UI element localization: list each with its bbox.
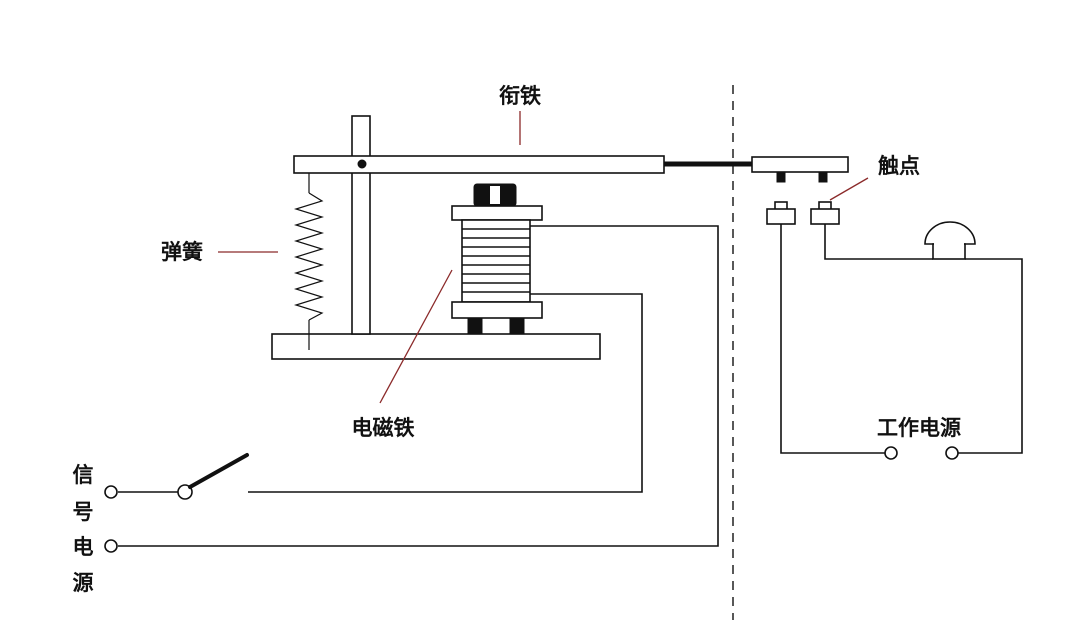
switch-blade: [188, 453, 249, 489]
coil-wire-upper: [118, 225, 719, 547]
signal-terminal-top: [104, 485, 118, 499]
work-wire-right: [824, 224, 933, 260]
coil-windings: [462, 228, 530, 293]
fixed-contact-left: [766, 208, 796, 225]
linkage-rod: [663, 161, 753, 167]
pivot-post: [351, 115, 371, 335]
core-foot-right: [509, 317, 525, 335]
moving-contact-bar: [751, 156, 849, 173]
contacts-label: 触点: [878, 154, 920, 178]
spring-label: 弹簧: [161, 240, 203, 264]
coil-bottom-flange: [451, 301, 543, 319]
base-plate: [271, 333, 601, 360]
electromagnet-label: 电磁铁: [352, 416, 415, 440]
contacts-leader: [829, 177, 869, 201]
pivot-pin: [357, 159, 367, 169]
signal-power-char-2: 号: [73, 500, 94, 524]
signal-power-char-3: 电: [73, 535, 94, 559]
electromagnet-leader: [379, 269, 453, 404]
moving-contact-right: [818, 171, 828, 183]
work-terminal-left: [884, 446, 898, 460]
work-terminal-right: [945, 446, 959, 460]
signal-power-char-4: 源: [73, 571, 94, 595]
core-foot-left: [467, 317, 483, 335]
working-power-label: 工作电源: [877, 416, 961, 440]
bell-icon: [924, 221, 976, 245]
coil-wire-lower: [248, 293, 643, 493]
armature-bar: [293, 155, 665, 174]
coil-body: [461, 219, 531, 303]
core-top-cap-highlight: [490, 186, 500, 204]
moving-contact-left: [776, 171, 786, 183]
bell-base-fill: [934, 243, 964, 247]
signal-terminal-bottom: [104, 539, 118, 553]
fixed-contact-right: [810, 208, 840, 225]
switch-pivot: [177, 484, 193, 500]
armature-label: 衔铁: [499, 84, 541, 108]
work-wire-bell-return: [958, 258, 1023, 454]
coil-top-flange: [451, 205, 543, 221]
spring-coil: [293, 192, 325, 321]
work-wire-left: [780, 224, 885, 454]
signal-power-char-1: 信: [73, 463, 94, 487]
